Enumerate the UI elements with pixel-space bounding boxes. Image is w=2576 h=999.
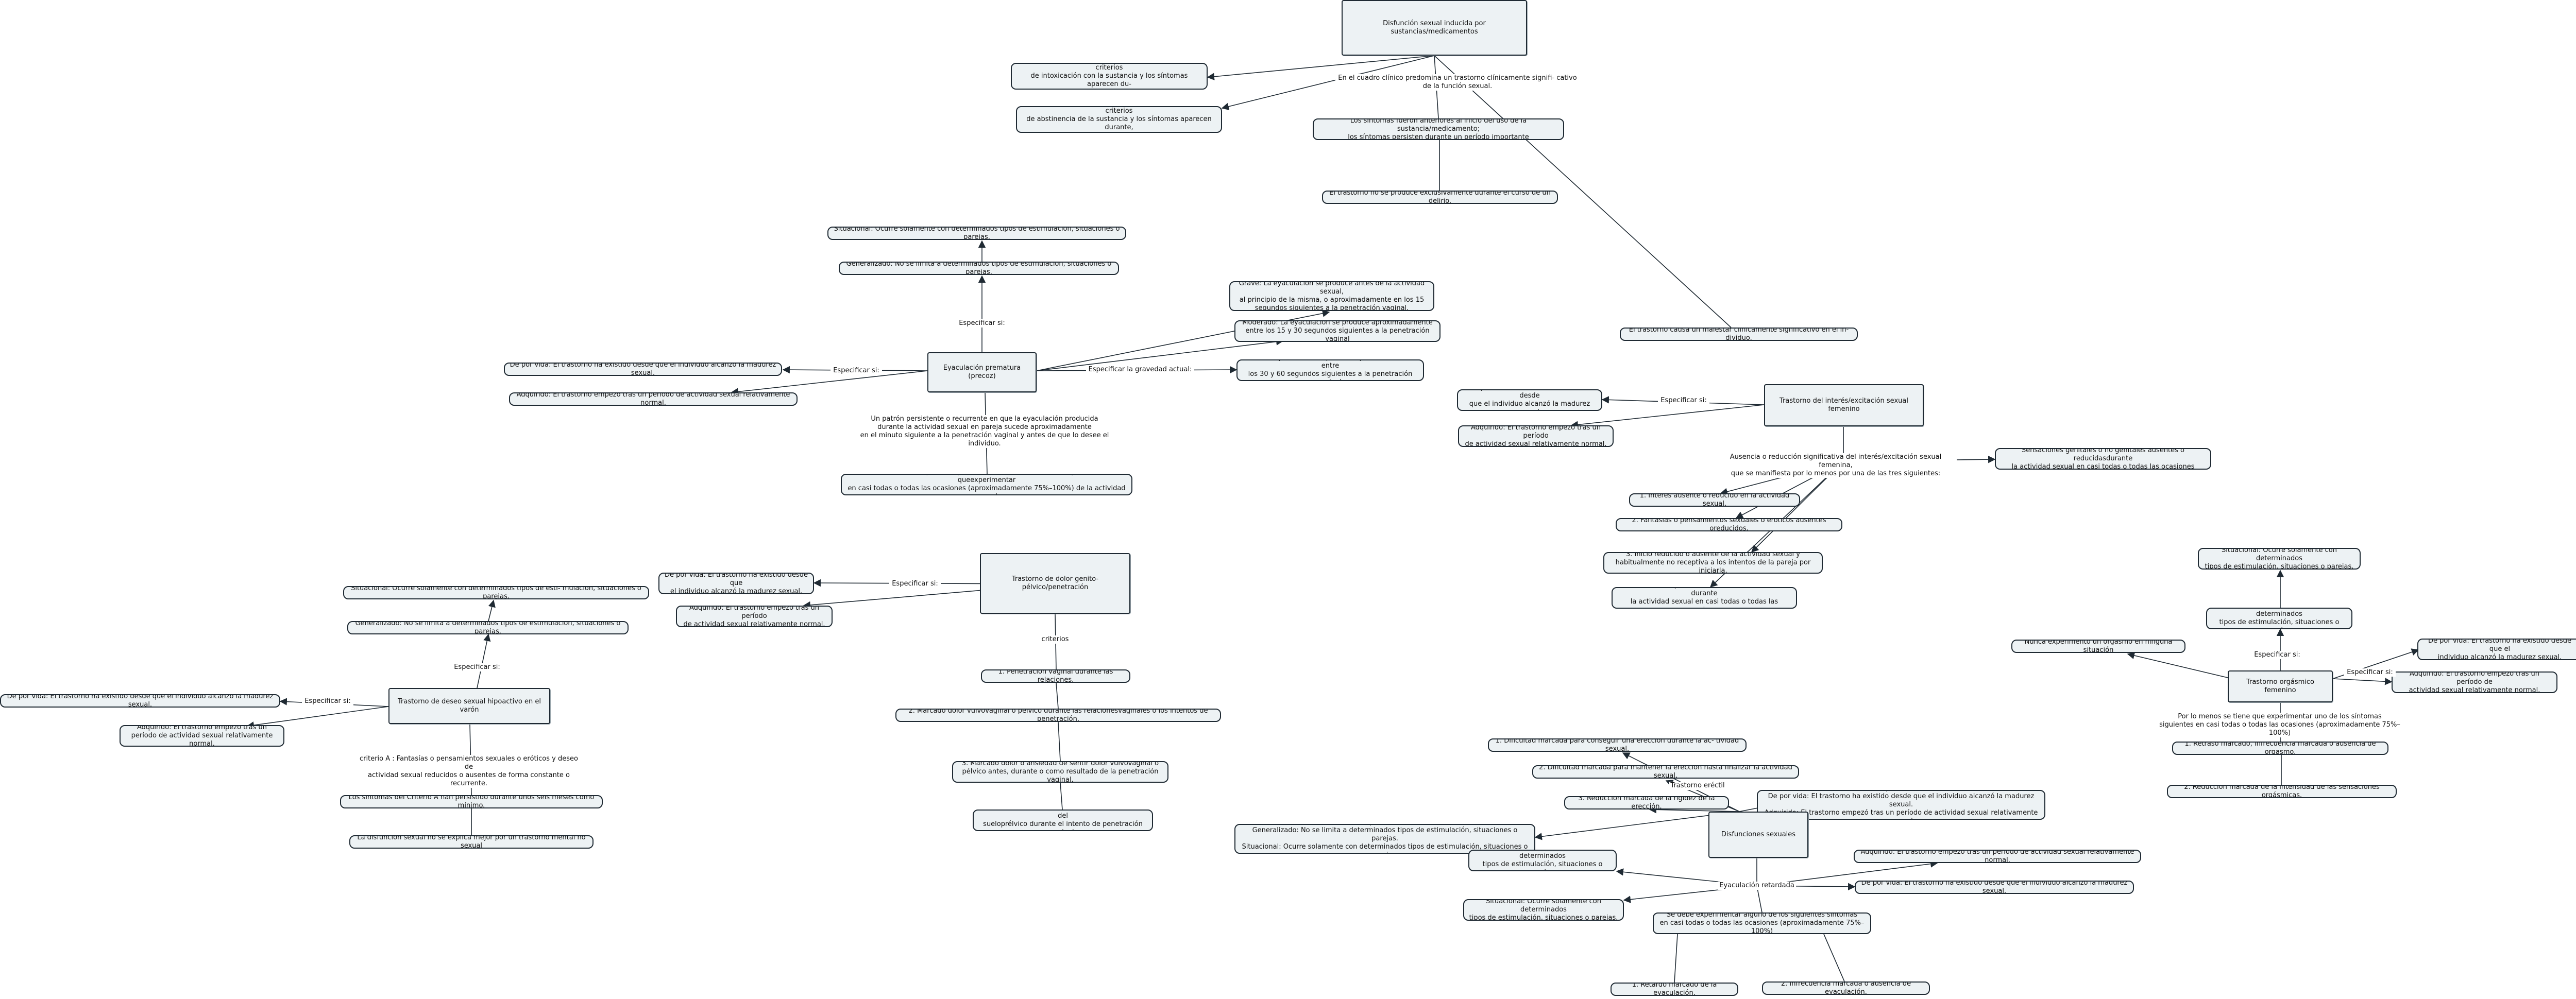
node-symptoms-before: Los síntomas fueron anteriores al inicio… xyxy=(1313,118,1564,140)
node-o-criterion-2: 2. Reducción marcada de la intensidad de… xyxy=(2167,785,2397,798)
node-ep-lifelong: De por vida: El trastorno ha existido de… xyxy=(504,363,782,376)
connector-42 xyxy=(1649,806,1740,814)
connector-14 xyxy=(1570,404,1765,428)
connector-24 xyxy=(1056,682,1059,709)
node-o-situational: Situacional: Ocurre solamente con determ… xyxy=(2198,548,2361,570)
node-e-criterion-3: 3. Reducción marcada de la rigidez de la… xyxy=(1564,796,1729,809)
label-ep-severity: Especificar la gravedad actual: xyxy=(1086,366,1194,374)
node-male-hypoactive-desire: Trastorno de deseo sexual hipoactivo en … xyxy=(388,688,550,724)
label-ep-specify-course: Especificar si: xyxy=(831,367,882,375)
node-d-acquired: Adquirido: El trastorno empezó tras un p… xyxy=(676,606,833,627)
label-ep-specify-type: Especificar si: xyxy=(956,319,1008,328)
label-f-specify: Especificar si: xyxy=(1658,397,1709,405)
node-d-criterion-1: 1. Penetración vaginal durante las relac… xyxy=(981,669,1130,683)
label-f-absence: Ausencia o reducción significativa del i… xyxy=(1715,453,1957,478)
connector-1 xyxy=(1221,55,1435,110)
connector-27 xyxy=(477,633,491,688)
node-r-criterion-2: 2. Infrecuencia marcada o ausencia de ey… xyxy=(1762,981,1930,995)
node-e-criterion-2: 2. Dificultad marcada para mantener la e… xyxy=(1532,765,1799,779)
node-ep-severe: Grave: La eyaculación se produce antes d… xyxy=(1229,281,1434,311)
label-h-criterion-a: criterio A : Fantasías o pensamientos se… xyxy=(355,755,582,788)
node-ep-mild: Leve: La eyaculación se produce aproxima… xyxy=(1236,359,1424,381)
node-f-criterion-4: 4. Excitación o placer sexual ausente o … xyxy=(1612,587,1797,609)
node-f-sensations: Sensaciones genitales o no genitales aus… xyxy=(1995,448,2211,470)
connector-3 xyxy=(1434,55,1732,328)
node-r-lifelong: De por vida: El trastorno ha existido de… xyxy=(1855,881,2134,894)
label-o-specify-course: Especificar si: xyxy=(2344,668,2396,677)
label-d-specify: Especificar si: xyxy=(889,580,941,588)
node-r-acquired: Adquirido: El trastorno empezó tras un p… xyxy=(1854,850,2141,863)
node-f-criterion-3: 3. Inicio reducido o ausente de la activ… xyxy=(1603,552,1823,574)
node-f-acquired: Adquirido: El trastorno empezó tras un p… xyxy=(1458,425,1614,447)
connector-52 xyxy=(1823,934,1845,982)
node-onset-withdrawal: Con inicio durante la abstinencia: Si se… xyxy=(1016,106,1222,133)
connector-11 xyxy=(1036,338,1284,371)
label-h-specify-course: Especificar si: xyxy=(302,697,353,705)
label-ep-pattern: Un patrón persistente o recurrente en qu… xyxy=(848,415,1121,448)
node-r-symptoms-75: Se debe experimentar alguno de los sigui… xyxy=(1653,912,1871,934)
node-f-criterion-1: 1. Interés ausente o reducido en la acti… xyxy=(1629,493,1800,507)
connector-30 xyxy=(246,706,389,729)
node-o-acquired: Adquirido: El trastorno empezó tras un p… xyxy=(2392,671,2557,693)
connector-0 xyxy=(1207,55,1435,80)
node-h-lifelong: De por vida: El trastorno ha existido de… xyxy=(0,694,280,708)
connector-28 xyxy=(488,599,496,622)
node-ep-situational: Situacional: Ocurre solamente con determ… xyxy=(827,227,1126,240)
node-o-never: Nunca experimentó un orgasmo en ninguna … xyxy=(2011,640,2185,653)
node-h-situational: Situacional: Ocurre solamente con determ… xyxy=(343,586,649,599)
connector-50 xyxy=(1756,885,1762,913)
label-d-criteria: criterios xyxy=(1035,635,1076,644)
connector-8 xyxy=(731,370,928,395)
node-o-generalized: Generalizado: No se limita a determinado… xyxy=(2206,608,2352,629)
connector-51 xyxy=(1674,934,1678,983)
connector-26 xyxy=(1060,782,1063,810)
node-female-interest-arousal: Trastorno del interés/excitación sexual … xyxy=(1764,384,1924,426)
node-h-acquired: Adquirido: El trastorno empezó tras un p… xyxy=(120,725,284,747)
node-ep-six-months: be haber estado presente por lo menos du… xyxy=(841,474,1132,495)
node-r-generalized: Generalizado: No se limita a determinado… xyxy=(1468,850,1617,871)
node-r-situational: Situacional: Ocurre solamente con determ… xyxy=(1463,899,1624,921)
connector-37 xyxy=(2332,678,2393,685)
node-not-delirium: El trastorno no se produce exclusivament… xyxy=(1322,191,1558,204)
label-o-specify-type: Especificar si: xyxy=(2251,651,2303,659)
label-root: En el cuadro clínico predomina un trasto… xyxy=(1335,74,1580,91)
node-e-specify-generalized-situational: Especificar si: Generalizado: No se limi… xyxy=(1234,824,1535,854)
node-ep-moderate: Moderado: La eyaculación se produce apro… xyxy=(1234,320,1440,342)
node-female-orgasmic: Trastorno orgásmico femenino xyxy=(2228,670,2333,702)
label-o-symptoms-75: Por lo menos se tiene que experimentar u… xyxy=(2149,713,2410,737)
node-d-lifelong: De por vida: El trastorno ha existido de… xyxy=(658,573,814,594)
connector-25 xyxy=(1058,721,1061,762)
node-d-criterion-2: 2. Marcado dolor vulvovaginal o pélvico … xyxy=(895,709,1221,722)
node-substance-induced: Disfunción sexual inducida por sustancia… xyxy=(1342,0,1527,56)
label-erectile-disorder: Trastorno eréctil xyxy=(1669,782,1726,790)
node-o-criterion-1: 1. Retraso marcado, infrecuencia marcada… xyxy=(2172,742,2388,755)
node-r-criterion-1: 1. Retardo marcado de la eyaculación. xyxy=(1611,983,1738,996)
node-ep-generalized: Generalizado: No se limita a determinado… xyxy=(839,262,1119,275)
node-onset-intoxication: Con inicio durante la intoxicación: Si s… xyxy=(1011,63,1208,90)
node-f-lifelong: De por vida: El trastorno ha existido de… xyxy=(1457,389,1602,411)
node-d-criterion-4: 4. Tensión o contracción marcada de los … xyxy=(973,809,1153,831)
node-h-six-months: Los síntomas del Criterio A han persisti… xyxy=(340,795,603,808)
node-distress: El trastorno causa un malestar clínicame… xyxy=(1620,328,1858,341)
node-f-criterion-2: 2. Fantasías o pensamientos sexuales o e… xyxy=(1616,518,1842,531)
node-ep-acquired: Adquirido: El trastorno empezó tras un p… xyxy=(509,392,798,406)
label-delayed-ejaculation: Eyaculación retardada xyxy=(1718,882,1796,890)
connector-44 xyxy=(1534,811,1740,840)
node-e-criterion-1: 1. Dificultad marcada para conseguir una… xyxy=(1488,738,1747,752)
label-h-specify-type: Especificar si: xyxy=(451,663,503,671)
node-genito-pelvic-pain: Trastorno de dolor genito-pélvico/penetr… xyxy=(980,553,1130,614)
node-premature-ejaculation: Eyaculación prematura (precoz) xyxy=(927,352,1037,392)
node-h-mental: La disfunción sexual no se explica mejor… xyxy=(349,835,594,849)
connector-35 xyxy=(2127,651,2228,678)
node-o-lifelong: De por vida: El trastorno ha existido de… xyxy=(2417,639,2576,660)
node-sexual-dysfunctions: Disfunciones sexuales xyxy=(1708,812,1808,858)
node-h-generalized: Generalizado: No se limita a determinado… xyxy=(347,621,629,634)
node-d-criterion-3: 3. Marcado dolor o ansiedad de sentir do… xyxy=(952,761,1168,783)
